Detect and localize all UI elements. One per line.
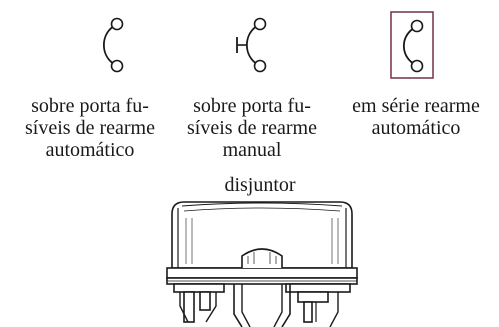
auto-reset-symbol-icon (102, 17, 124, 73)
caption-line: em série rearme (352, 95, 480, 117)
caption-line: síveis de rearme (25, 117, 155, 139)
series-auto-reset-symbol-icon (390, 11, 434, 79)
caption-auto-reset: sobre porta fu- síveis de rearme automát… (0, 95, 180, 161)
breaker-label: disjuntor (224, 174, 296, 196)
caption-line: automático (45, 139, 135, 161)
caption-line: sobre porta fu- (31, 95, 149, 117)
caption-line: sobre porta fu- (193, 95, 311, 117)
caption-line: manual (222, 139, 282, 161)
circuit-breaker-illustration (166, 201, 358, 327)
manual-reset-symbol-icon (236, 17, 267, 73)
caption-manual-reset: sobre porta fu- síveis de rearme manual (172, 95, 332, 161)
caption-series-auto-reset: em série rearme automático (336, 95, 496, 139)
caption-line: síveis de rearme (187, 117, 317, 139)
caption-line: automático (371, 117, 461, 139)
